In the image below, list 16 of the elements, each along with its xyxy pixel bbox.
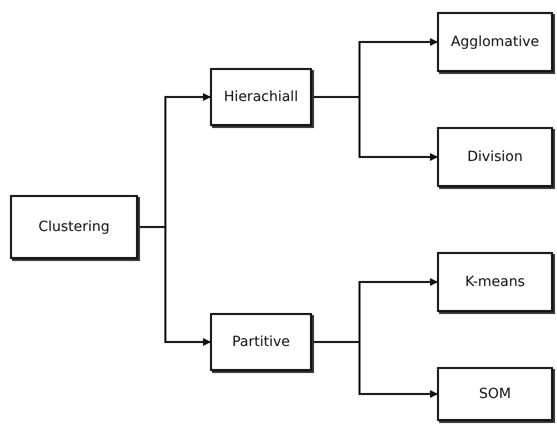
box-label: K-means xyxy=(465,274,525,290)
box-label: Hierachiall xyxy=(224,89,298,105)
arrow xyxy=(312,96,438,161)
box-label: Clustering xyxy=(38,219,110,235)
process-box xyxy=(437,252,553,312)
process-box xyxy=(437,12,553,72)
process-box xyxy=(210,68,312,126)
arrow xyxy=(138,226,211,346)
box-label: Partitive xyxy=(232,334,290,350)
process-box xyxy=(437,367,553,421)
box-label: SOM xyxy=(479,386,511,402)
box-label: Division xyxy=(467,149,523,165)
process-box xyxy=(210,313,312,371)
box-label: Agglomative xyxy=(450,34,540,50)
process-box xyxy=(437,127,553,187)
process-box xyxy=(10,195,138,259)
